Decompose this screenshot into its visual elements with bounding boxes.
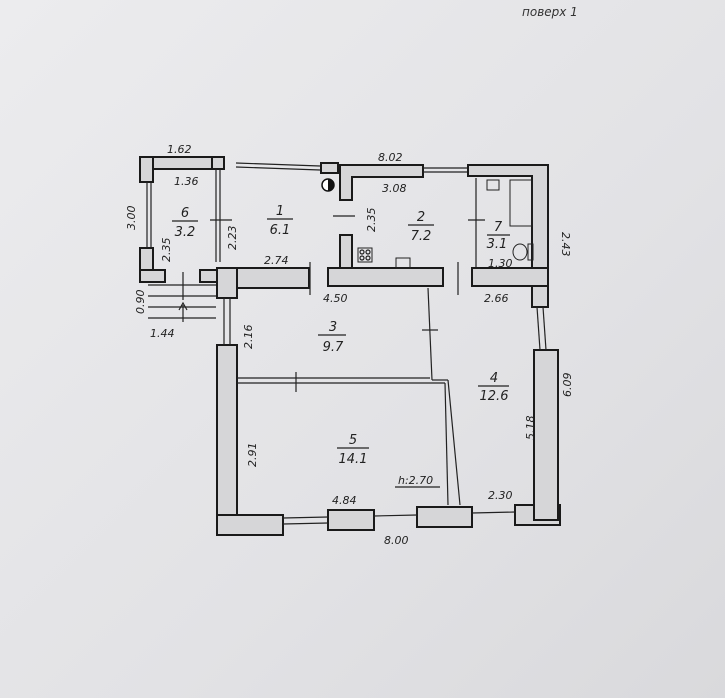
dimension: 2.91: [246, 443, 259, 468]
room-number: 3: [329, 320, 337, 335]
room-3-label: 3 9.7: [318, 320, 346, 355]
room-2-label: 2 7.2: [408, 210, 434, 244]
room-number: 7: [494, 220, 503, 235]
toilet-icon: [512, 243, 534, 261]
room-area: 3.1: [487, 237, 508, 252]
dimension: 2.23: [226, 226, 239, 251]
dimension: 4.50: [323, 292, 348, 305]
room-area: 9.7: [323, 340, 344, 355]
dimension: 0.90: [134, 290, 147, 315]
dimension: 3.00: [125, 206, 138, 231]
dimension: 8.02: [378, 151, 403, 164]
room-7-label: 7 3.1: [487, 220, 510, 252]
room-5-label: 5 14.1: [337, 433, 369, 467]
dimension: 2.74: [264, 254, 289, 267]
dimension: 6.09: [561, 373, 574, 398]
walls: [139, 156, 561, 536]
room-number: 2: [417, 210, 425, 225]
room-area: 3.2: [175, 225, 196, 240]
dimension: 2.16: [242, 325, 255, 350]
dimension-labels: 1.62 1.36 3.00 2.35 0.90 1.44 2.23 2.74 …: [125, 143, 574, 547]
dimension: 1.30: [488, 257, 513, 270]
room-1-label: 1 6.1: [267, 204, 293, 238]
room-number: 5: [349, 433, 357, 448]
room-number: 4: [490, 371, 498, 386]
room-area: 6.1: [270, 223, 291, 238]
room-number: 6: [181, 206, 189, 221]
dimension: 2.35: [365, 208, 378, 233]
dimension: 2.30: [488, 489, 513, 502]
stove-icon: [357, 247, 373, 263]
dimension: 8.00: [384, 534, 409, 547]
dimension: 4.84: [332, 494, 357, 507]
dimension: 2.43: [559, 232, 572, 257]
room-area: 12.6: [480, 389, 509, 404]
room-number: 1: [276, 204, 284, 219]
dimension: 3.08: [382, 182, 407, 195]
dimension: 1.44: [150, 327, 175, 340]
sink-icon: [395, 257, 411, 269]
ceiling-height-text: h:2.70: [398, 474, 433, 487]
dimension: 1.62: [167, 143, 192, 156]
washbasin-icon: [486, 179, 500, 191]
room-area: 7.2: [411, 229, 432, 244]
room-4-label: 4 12.6: [478, 371, 509, 404]
dimension: 5.18: [524, 416, 537, 441]
dimension: 1.36: [174, 175, 199, 188]
bathtub-icon: [509, 179, 533, 227]
boiler-icon: [321, 178, 335, 192]
dimension: 2.66: [484, 292, 509, 305]
ceiling-height: h:2.70: [395, 474, 440, 488]
dimension: 2.35: [160, 238, 173, 263]
room-6-label: 6 3.2: [172, 206, 198, 240]
room-area: 14.1: [339, 452, 368, 467]
entrance-steps: [148, 284, 216, 322]
floor-label: поверх 1: [522, 5, 578, 19]
